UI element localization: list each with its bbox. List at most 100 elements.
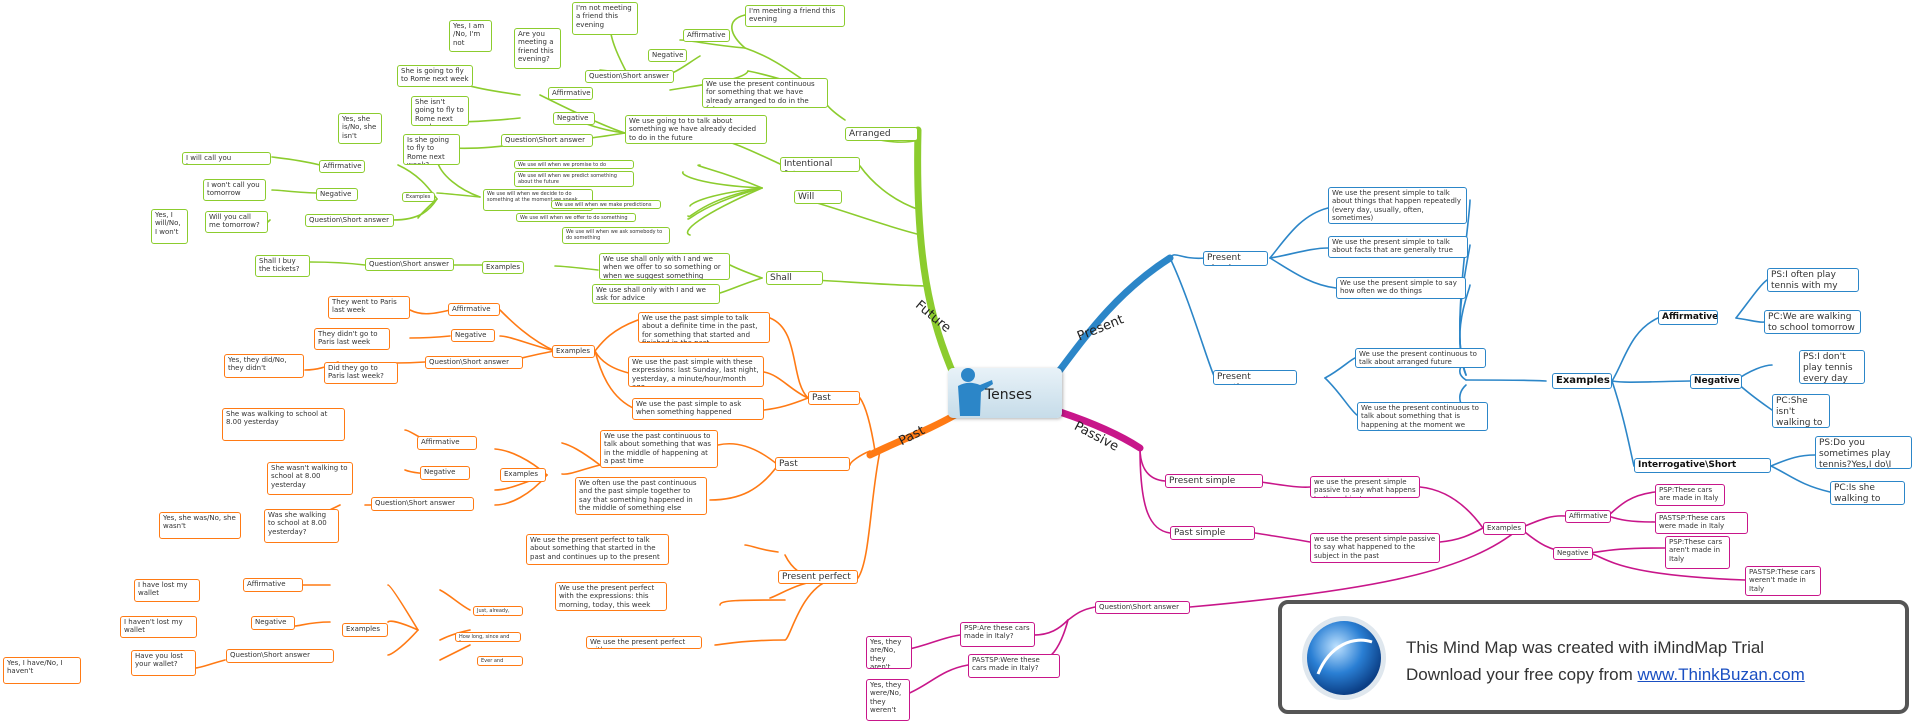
wf-negative-example[interactable]: I won't call you tomorrow [203,179,266,201]
pastsp-description[interactable]: we use the present simple passive to say… [1310,533,1440,563]
present-question-example-2[interactable]: PC:Is she walking to school now? [1830,481,1905,505]
ps-examples-node[interactable]: Examples [552,345,595,358]
pco-description-1[interactable]: We use the present continuous to talk ab… [1355,348,1486,368]
will-future-node[interactable]: Will future [794,190,842,204]
pc-affirmative-node[interactable]: Affirmative [417,436,477,450]
ps-question-answer[interactable]: Yes, they did/No, they didn't [224,354,304,378]
wf-examples-node[interactable]: Examples [402,192,435,202]
af-negative-example[interactable]: I'm not meeting a friend this evening [572,2,638,35]
sf-question-node[interactable]: Question\Short answer [365,258,454,271]
passive-question-example-2[interactable]: PASTSP:Were these cars made in Italy? [968,654,1060,678]
ps-description-3[interactable]: We use the past simple to ask when somet… [632,398,764,420]
arranged-future-node[interactable]: Arranged future [845,127,918,141]
present-examples-node[interactable]: Examples [1552,373,1612,389]
sf-description-1[interactable]: We use shall only with I and we when we … [599,253,730,280]
wf-affirmative-node[interactable]: Affirmative [319,160,365,173]
passive-negative-node[interactable]: Negative [1553,547,1593,560]
if-negative-example[interactable]: She isn't going to fly to Rome next week [411,96,469,126]
pc-description-1[interactable]: We use the past continuous to talk about… [600,430,718,468]
passive-negative-example-1[interactable]: PSP:These cars aren't made in Italy [1665,536,1730,569]
if-description[interactable]: We use going to to talk about something … [625,115,767,144]
ps-affirmative-example[interactable]: They went to Paris last week [328,296,410,319]
af-affirmative-example[interactable]: I'm meeting a friend this evening [745,5,845,27]
pp-with-3[interactable]: Ever and never [477,656,523,666]
pc-negative-example[interactable]: She wasn't walking to school at 8.00 yes… [267,462,353,495]
pp-examples-node[interactable]: Examples [342,623,388,637]
if-affirmative-example[interactable]: She is going to fly to Rome next week [397,65,473,87]
pp-with-2[interactable]: How long, since and for [455,632,521,642]
pc-examples-node[interactable]: Examples [500,468,546,482]
if-question-answer[interactable]: Yes, she is/No, she isn't [338,113,382,144]
if-question-node[interactable]: Question\Short answer [501,134,593,147]
if-negative-node[interactable]: Negative [553,112,595,125]
shall-future-node[interactable]: Shall future [766,271,823,285]
psi-description-2[interactable]: We use the present simple to talk about … [1328,236,1468,258]
passive-affirmative-example-2[interactable]: PASTSP:These cars were made in Italy [1655,512,1748,534]
wf-negative-node[interactable]: Negative [316,188,358,201]
psi-description-3[interactable]: We use the present simple to say how oft… [1336,277,1466,299]
psi-description-1[interactable]: We use the present simple to talk about … [1328,187,1467,224]
wf-use-5[interactable]: We use will when we offer to do somethin… [516,213,636,222]
ps-description-2[interactable]: We use the past simple with these expres… [628,356,764,387]
present-simple-passive-node[interactable]: Present simple passive [1165,474,1263,488]
pp-with-1[interactable]: Just, already, yet [473,606,523,616]
pp-description-1[interactable]: We use the present perfect to talk about… [526,534,669,565]
ps-negative-node[interactable]: Negative [451,329,495,342]
present-negative-example-2[interactable]: PC:She isn't walking to school now [1772,394,1830,428]
if-affirmative-node[interactable]: Affirmative [548,87,593,100]
present-affirmative-node[interactable]: Affirmative [1658,310,1718,325]
af-description[interactable]: We use the present continuous for someth… [702,78,828,108]
af-question-answer[interactable]: Yes, I am /No, I'm not [449,20,492,52]
sf-question-example[interactable]: Shall I buy the tickets? [255,255,310,277]
present-affirmative-example-1[interactable]: PS:I often play tennis with my friends [1767,268,1859,292]
sf-description-2[interactable]: We use shall only with I and we ask for … [592,284,720,304]
present-affirmative-example-2[interactable]: PC:We are walking to school tomorrow [1764,310,1861,334]
passive-question-answer-1[interactable]: Yes, they are/No, they aren't [866,636,912,669]
ps-question-example[interactable]: Did they go to Paris last week? [324,362,398,384]
af-negative-node[interactable]: Negative [648,49,687,62]
wf-use-4[interactable]: We use will when we make predictions [551,200,661,209]
pp-question-node[interactable]: Question\Short answer [226,649,334,663]
present-simple-node[interactable]: Present simple [1203,251,1268,266]
passive-question-answer-2[interactable]: Yes, they were/No, they weren't [866,679,910,721]
wf-question-answer[interactable]: Yes, I will/No, I won't [151,209,188,244]
passive-question-node[interactable]: Question\Short answer [1095,601,1190,614]
psp-description[interactable]: we use the present simple passive to say… [1310,476,1420,498]
wf-question-example[interactable]: Will you call me tomorrow? [205,211,268,233]
pp-negative-example[interactable]: I haven't lost my wallet [120,616,197,638]
sf-examples-node[interactable]: Examples [482,261,524,274]
pc-negative-node[interactable]: Negative [420,466,470,480]
af-question-node[interactable]: Question\Short answer [585,70,674,83]
ps-affirmative-node[interactable]: Affirmative [448,303,500,316]
pp-negative-node[interactable]: Negative [251,616,295,630]
wf-use-2[interactable]: We use will when we predict something ab… [514,171,634,187]
present-continuous-node[interactable]: Present continuous [1213,370,1297,385]
pp-description-3[interactable]: We use the present perfect with: [586,636,702,649]
af-affirmative-node[interactable]: Affirmative [683,29,730,42]
passive-question-example-1[interactable]: PSP:Are these cars made in Italy? [960,622,1035,647]
passive-examples-node[interactable]: Examples [1483,522,1526,535]
pp-question-answer[interactable]: Yes, I have/No, I haven't [3,657,81,684]
pp-description-2[interactable]: We use the present perfect with the expr… [555,582,667,611]
pc-description-2[interactable]: We often use the past continuous and the… [575,477,707,515]
pp-affirmative-example[interactable]: I have lost my wallet [134,579,200,602]
past-simple-passive-node[interactable]: Past simple passive [1170,526,1255,540]
intentional-future-node[interactable]: Intentional future [780,157,860,172]
wf-question-node[interactable]: Question\Short answer [305,214,394,227]
ps-description-1[interactable]: We use the past simple to talk about a d… [638,312,770,343]
pp-affirmative-node[interactable]: Affirmative [243,578,303,592]
pc-question-node[interactable]: Question\Short answer [371,497,474,511]
if-question-example[interactable]: Is she going to fly to Rome next week? [403,134,460,165]
passive-affirmative-example-1[interactable]: PSP:These cars are made in Italy [1655,484,1725,506]
wf-use-6[interactable]: We use will when we ask somebody to do s… [562,227,670,244]
present-perfect-node[interactable]: Present perfect [778,570,858,584]
pp-question-example[interactable]: Have you lost your wallet? [131,650,196,676]
passive-affirmative-node[interactable]: Affirmative [1565,510,1611,523]
past-simple-node[interactable]: Past simple [808,391,860,405]
pc-affirmative-example[interactable]: She was walking to school at 8.00 yester… [222,408,345,441]
present-negative-node[interactable]: Negative [1690,374,1742,389]
past-continuous-node[interactable]: Past continuous [775,457,850,471]
present-question-example-1[interactable]: PS:Do you sometimes play tennis?Yes,I do… [1815,436,1912,469]
present-negative-example-1[interactable]: PS:I don't play tennis every day [1799,350,1865,384]
present-question-node[interactable]: Interrogative\Short answer [1634,458,1771,473]
